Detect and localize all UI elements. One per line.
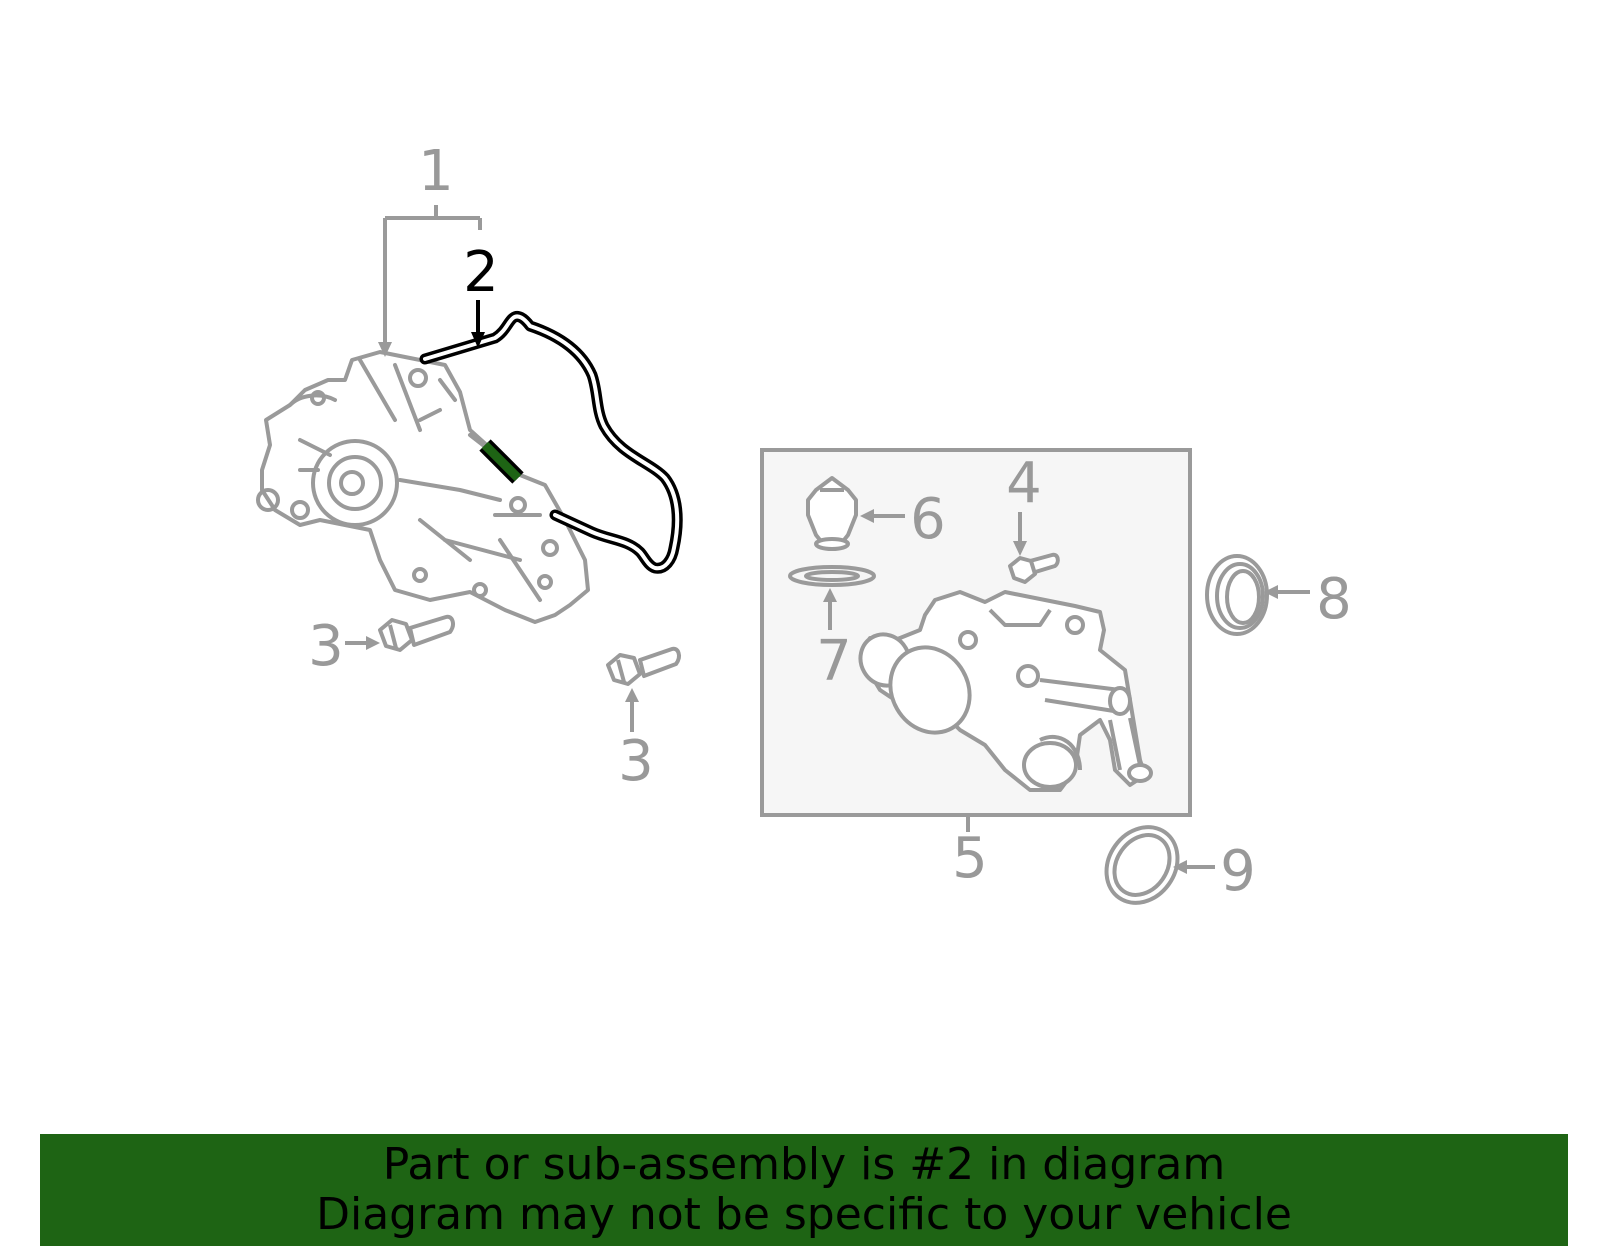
callout-1-label: 1 [418, 139, 454, 204]
callout-8-leader [1264, 585, 1310, 599]
thermostat-gasket-drawing[interactable] [788, 565, 876, 587]
water-pump-drawing[interactable] [256, 350, 590, 624]
seal-8-drawing[interactable] [1205, 554, 1269, 636]
callout-3a-label: 3 [308, 614, 344, 679]
callout-7-label: 7 [816, 629, 852, 694]
callout-1-arrowhead [378, 342, 392, 357]
callout-6-label: 6 [910, 487, 946, 552]
callout-1-leader [383, 205, 482, 345]
callout-9-leader [1173, 860, 1215, 874]
callout-8-label: 8 [1316, 567, 1352, 632]
bolt-4-drawing[interactable] [1008, 552, 1060, 584]
callout-2-label: 2 [463, 240, 499, 305]
callout-4-label: 4 [1006, 451, 1042, 516]
callout-7-leader [823, 588, 837, 630]
callout-9-label: 9 [1220, 839, 1256, 904]
callout-2-leader [471, 300, 485, 348]
gasket-drawing[interactable] [419, 310, 683, 574]
callout-4-leader [1013, 512, 1027, 556]
banner-line-2: Diagram may not be specific to your vehi… [316, 1189, 1292, 1240]
bolt-3-right-drawing[interactable] [606, 646, 681, 686]
o-ring-9-drawing[interactable] [1092, 813, 1192, 916]
callout-3b-label: 3 [618, 729, 654, 794]
bolt-3-left-drawing[interactable] [378, 614, 455, 652]
callout-6-leader [860, 509, 905, 523]
callout-3b-leader [625, 688, 639, 732]
parts-diagram: 1 2 3 3 4 5 6 7 8 9 [256, 139, 1352, 916]
info-banner: Part or sub-assembly is #2 in diagram Di… [40, 1134, 1568, 1246]
thermostat-housing-drawing[interactable] [851, 590, 1153, 792]
thermostat-drawing[interactable] [806, 476, 858, 551]
banner-line-1: Part or sub-assembly is #2 in diagram [382, 1139, 1226, 1190]
callout-3a-leader [345, 636, 380, 650]
callout-5-label: 5 [952, 826, 988, 891]
